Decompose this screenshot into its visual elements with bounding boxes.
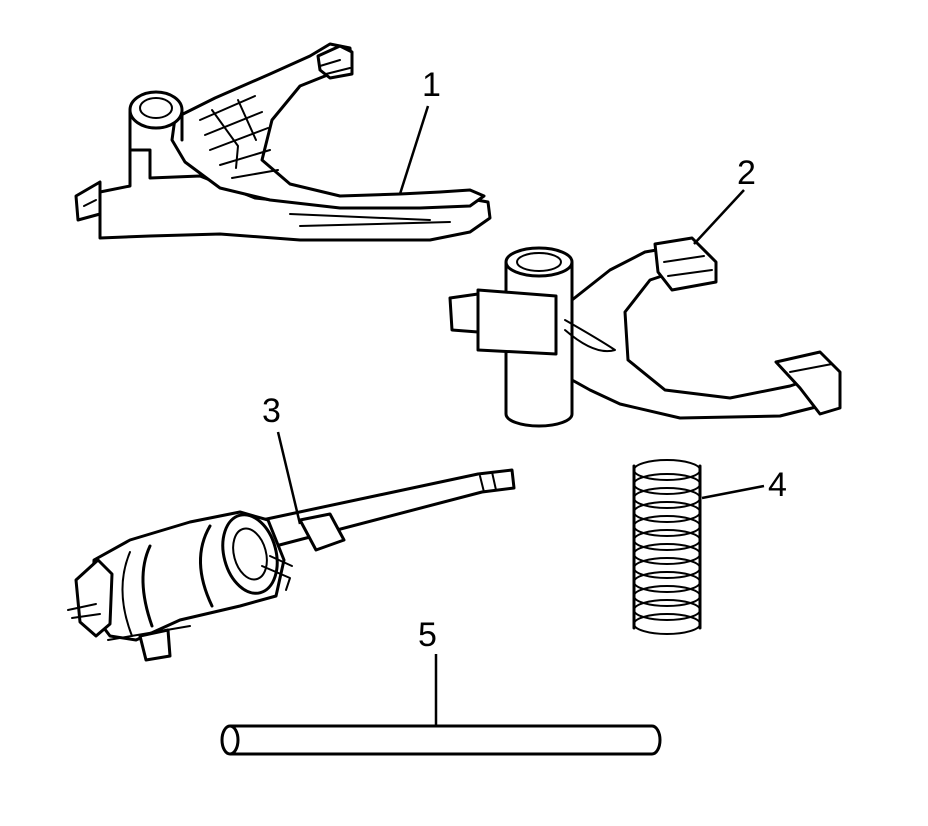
shift-rail-detent-assembly	[67, 468, 516, 662]
shift-fork-2	[448, 236, 842, 428]
leader-line-3	[276, 431, 302, 525]
leader-line-2	[693, 189, 745, 245]
callout-4: 4	[768, 466, 787, 504]
callout-1: 1	[422, 66, 441, 104]
shaft-pin	[220, 724, 662, 756]
shift-fork-1	[74, 42, 492, 242]
callout-3: 3	[262, 392, 281, 430]
leader-line-1	[398, 105, 430, 195]
leader-line-4	[701, 484, 765, 500]
callout-5: 5	[418, 616, 437, 654]
callout-2: 2	[737, 154, 756, 192]
spring	[632, 459, 702, 635]
